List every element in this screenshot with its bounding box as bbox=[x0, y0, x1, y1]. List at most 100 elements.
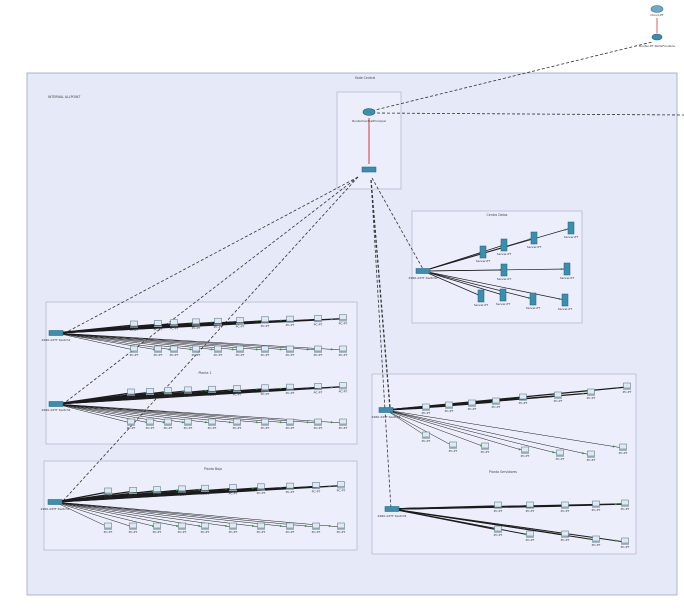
pc-icon[interactable] bbox=[312, 522, 320, 530]
pc-icon[interactable] bbox=[129, 522, 137, 530]
pc-icon[interactable] bbox=[201, 522, 209, 530]
pc-icon[interactable] bbox=[286, 522, 294, 530]
pc-icon[interactable] bbox=[339, 345, 347, 353]
zone-right[interactable] bbox=[371, 373, 637, 555]
pc-icon[interactable] bbox=[337, 522, 345, 530]
pc-icon[interactable] bbox=[192, 345, 200, 353]
pc-icon[interactable] bbox=[164, 418, 172, 426]
switch-floor2[interactable] bbox=[47, 499, 63, 505]
pc-icon[interactable] bbox=[127, 388, 135, 396]
pc-icon[interactable] bbox=[312, 482, 320, 490]
pc-icon[interactable] bbox=[481, 442, 489, 450]
pc-icon[interactable] bbox=[261, 418, 269, 426]
pc-icon[interactable] bbox=[127, 418, 135, 426]
pc-icon[interactable] bbox=[556, 449, 564, 457]
server-icon[interactable] bbox=[499, 288, 507, 302]
server-icon[interactable] bbox=[567, 221, 575, 235]
pc-icon[interactable] bbox=[592, 500, 600, 508]
pc-icon[interactable] bbox=[178, 522, 186, 530]
pc-icon[interactable] bbox=[621, 499, 629, 507]
pc-icon[interactable] bbox=[422, 403, 430, 411]
switch-floor1-b[interactable] bbox=[48, 401, 64, 407]
pc-icon[interactable] bbox=[208, 385, 216, 393]
pc-icon[interactable] bbox=[178, 485, 186, 493]
pc-icon[interactable] bbox=[286, 345, 294, 353]
pc-icon[interactable] bbox=[449, 441, 457, 449]
pc-icon[interactable] bbox=[130, 345, 138, 353]
pc-icon[interactable] bbox=[339, 382, 347, 390]
pc-icon[interactable] bbox=[153, 522, 161, 530]
server-icon[interactable] bbox=[479, 245, 487, 259]
pc-icon[interactable] bbox=[261, 345, 269, 353]
pc-icon[interactable] bbox=[526, 501, 534, 509]
pc-icon[interactable] bbox=[286, 315, 294, 323]
core-router-icon[interactable] bbox=[362, 108, 376, 116]
pc-icon[interactable] bbox=[146, 418, 154, 426]
server-icon[interactable] bbox=[530, 231, 538, 245]
pc-icon[interactable] bbox=[286, 383, 294, 391]
pc-icon[interactable] bbox=[314, 383, 322, 391]
server-icon[interactable] bbox=[500, 238, 508, 252]
pc-icon[interactable] bbox=[337, 481, 345, 489]
pc-icon[interactable] bbox=[257, 483, 265, 491]
pc-icon[interactable] bbox=[214, 317, 222, 325]
pc-icon[interactable] bbox=[554, 391, 562, 399]
pc-icon[interactable] bbox=[208, 418, 216, 426]
pc-icon[interactable] bbox=[286, 482, 294, 490]
pc-icon[interactable] bbox=[422, 431, 430, 439]
pc-icon[interactable] bbox=[314, 315, 322, 323]
server-icon[interactable] bbox=[561, 293, 569, 307]
pc-icon[interactable] bbox=[214, 345, 222, 353]
server-icon[interactable] bbox=[563, 262, 571, 276]
pc-icon[interactable] bbox=[154, 320, 162, 327]
pc-icon[interactable] bbox=[521, 446, 529, 454]
pc-icon[interactable] bbox=[201, 484, 209, 492]
pc-icon[interactable] bbox=[261, 384, 269, 392]
pc-icon[interactable] bbox=[587, 388, 595, 396]
pc-icon[interactable] bbox=[339, 314, 347, 322]
pc-icon[interactable] bbox=[314, 345, 322, 353]
server-icon[interactable] bbox=[477, 289, 485, 303]
pc-icon[interactable] bbox=[257, 522, 265, 530]
pc-icon[interactable] bbox=[129, 487, 137, 494]
pc-icon[interactable] bbox=[619, 443, 627, 451]
pc-icon[interactable] bbox=[494, 501, 502, 509]
pc-icon[interactable] bbox=[261, 316, 269, 324]
pc-icon[interactable] bbox=[236, 317, 244, 325]
pc-icon[interactable] bbox=[621, 537, 629, 545]
pc-icon[interactable] bbox=[592, 535, 600, 543]
pc-icon[interactable] bbox=[492, 397, 500, 405]
switch-right-a[interactable] bbox=[378, 407, 394, 413]
pc-icon[interactable] bbox=[236, 345, 244, 353]
pc-icon[interactable] bbox=[339, 418, 347, 426]
pc-icon[interactable] bbox=[184, 418, 192, 426]
pc-icon[interactable] bbox=[468, 399, 476, 407]
pc-icon[interactable] bbox=[561, 501, 569, 509]
server-icon[interactable] bbox=[500, 263, 508, 277]
pc-icon[interactable] bbox=[233, 385, 241, 393]
pc-icon[interactable] bbox=[233, 418, 241, 426]
pc-icon[interactable] bbox=[229, 522, 237, 530]
pc-icon[interactable] bbox=[494, 525, 502, 533]
switch-floor1-a[interactable] bbox=[48, 330, 64, 336]
cloud-icon[interactable] bbox=[650, 5, 664, 13]
core-switch-icon[interactable] bbox=[361, 166, 377, 173]
pc-icon[interactable] bbox=[561, 530, 569, 538]
pc-icon[interactable] bbox=[153, 486, 161, 494]
zone-servers[interactable] bbox=[411, 210, 583, 324]
pc-icon[interactable] bbox=[192, 318, 200, 326]
pc-icon[interactable] bbox=[170, 345, 178, 353]
pc-icon[interactable] bbox=[170, 319, 178, 327]
pc-icon[interactable] bbox=[164, 387, 172, 395]
pc-icon[interactable] bbox=[104, 487, 112, 495]
pc-icon[interactable] bbox=[154, 345, 162, 353]
pc-icon[interactable] bbox=[184, 386, 192, 394]
pc-icon[interactable] bbox=[130, 320, 138, 328]
pc-icon[interactable] bbox=[286, 418, 294, 426]
switch-servers[interactable] bbox=[415, 268, 431, 274]
pc-icon[interactable] bbox=[314, 418, 322, 426]
pc-icon[interactable] bbox=[445, 401, 453, 409]
switch-right-b[interactable] bbox=[384, 506, 400, 512]
pc-icon[interactable] bbox=[519, 393, 527, 401]
